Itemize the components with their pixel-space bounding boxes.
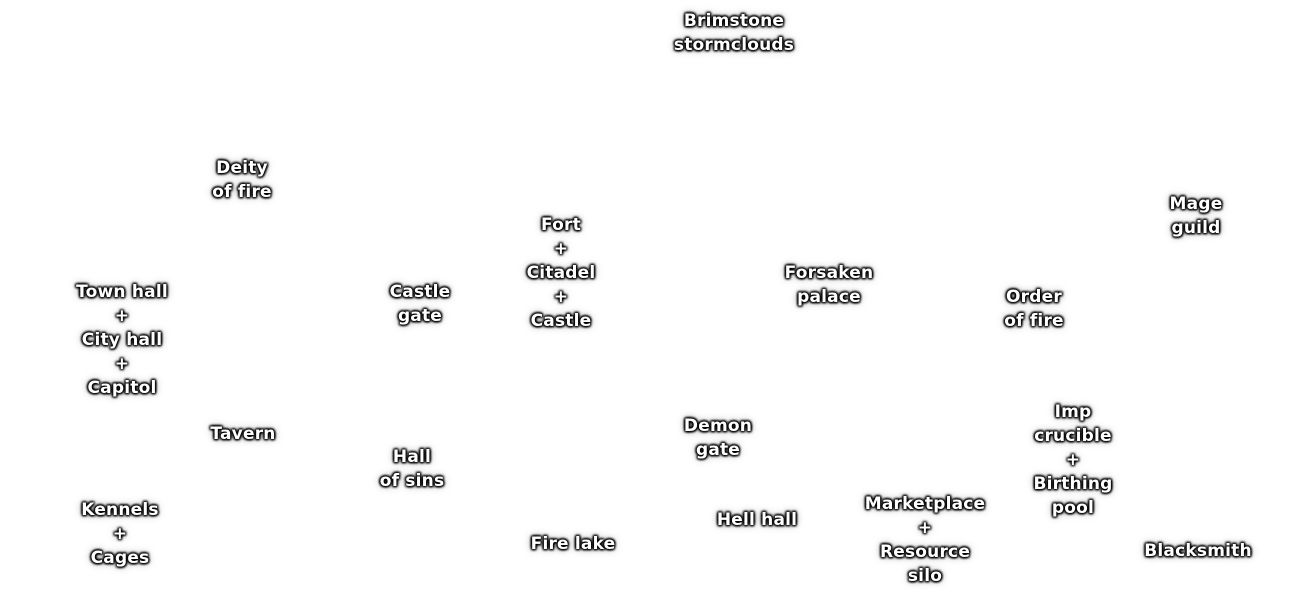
building-label-line: Castle — [389, 282, 451, 302]
plus-separator: + — [553, 239, 569, 259]
building-label-line: Birthing — [1033, 474, 1113, 494]
building-mage-guild[interactable]: Mage guild — [1170, 192, 1223, 240]
building-tavern[interactable]: Tavern — [210, 422, 275, 446]
building-label-line: of sins — [379, 471, 445, 491]
plus-separator: + — [114, 354, 130, 374]
building-castle-gate[interactable]: Castle gate — [390, 280, 451, 328]
building-label-line: Cages — [90, 548, 150, 568]
building-label-line: crucible — [1034, 426, 1112, 446]
plus-separator: + — [112, 524, 128, 544]
plus-separator: + — [114, 306, 130, 326]
plus-separator: + — [553, 287, 569, 307]
building-label-line: Kennels — [81, 500, 159, 520]
building-hell-hall[interactable]: Hell hall — [717, 508, 797, 532]
building-label-line: Hall — [392, 447, 432, 467]
building-order-of-fire[interactable]: Order of fire — [1004, 285, 1064, 333]
building-label-line: Fort — [541, 215, 581, 235]
building-brimstone-stormclouds[interactable]: Brimstone stormclouds — [674, 9, 794, 57]
building-label-line: Imp — [1054, 402, 1092, 422]
building-forsaken-palace[interactable]: Forsaken palace — [785, 261, 874, 309]
building-imp-crucible-birthing-pool[interactable]: Imp crucible + Birthing pool — [1033, 400, 1112, 520]
building-label-line: Mage — [1169, 194, 1223, 214]
building-label-line: Brimstone — [683, 11, 785, 31]
building-label-line: Tavern — [210, 424, 276, 444]
building-demon-gate[interactable]: Demon gate — [684, 414, 752, 462]
building-label-line: pool — [1051, 498, 1095, 518]
building-town-hall-city-hall-capitol[interactable]: Town hall + City hall + Capitol — [76, 280, 168, 400]
building-label-line: Order — [1006, 287, 1062, 307]
building-label-line: gate — [695, 440, 741, 460]
building-hall-of-sins[interactable]: Hall of sins — [380, 445, 445, 493]
building-label-line: of fire — [212, 182, 272, 202]
building-label-line: Blacksmith — [1144, 541, 1252, 561]
building-marketplace-resource-silo[interactable]: Marketplace + Resource silo — [865, 492, 986, 588]
plus-separator: + — [1065, 450, 1081, 470]
plus-separator: + — [917, 518, 933, 538]
building-label-line: Hell hall — [716, 510, 798, 530]
building-label-line: Demon — [683, 416, 753, 436]
building-label-line: palace — [797, 287, 861, 307]
building-label-line: Capitol — [87, 378, 157, 398]
building-label-line: City hall — [81, 330, 163, 350]
building-label-line: Resource — [879, 542, 971, 562]
building-label-line: guild — [1171, 218, 1221, 238]
building-kennels-cages[interactable]: Kennels + Cages — [81, 498, 159, 570]
building-label-line: Marketplace — [864, 494, 986, 514]
building-label-line: Citadel — [526, 263, 596, 283]
building-label-line: silo — [907, 566, 943, 586]
building-label-line: of fire — [1004, 311, 1064, 331]
building-label-line: Town hall — [76, 282, 168, 302]
building-label-line: Fire lake — [530, 534, 616, 554]
building-label-line: gate — [397, 306, 443, 326]
building-label-line: stormclouds — [673, 35, 795, 55]
building-label-line: Deity — [216, 158, 268, 178]
building-label-line: Forsaken — [784, 263, 874, 283]
building-deity-of-fire[interactable]: Deity of fire — [212, 156, 272, 204]
building-label-line: Castle — [530, 311, 592, 331]
building-blacksmith[interactable]: Blacksmith — [1144, 539, 1252, 563]
building-fort-citadel-castle[interactable]: Fort + Citadel + Castle — [527, 213, 596, 333]
building-fire-lake[interactable]: Fire lake — [531, 532, 616, 556]
